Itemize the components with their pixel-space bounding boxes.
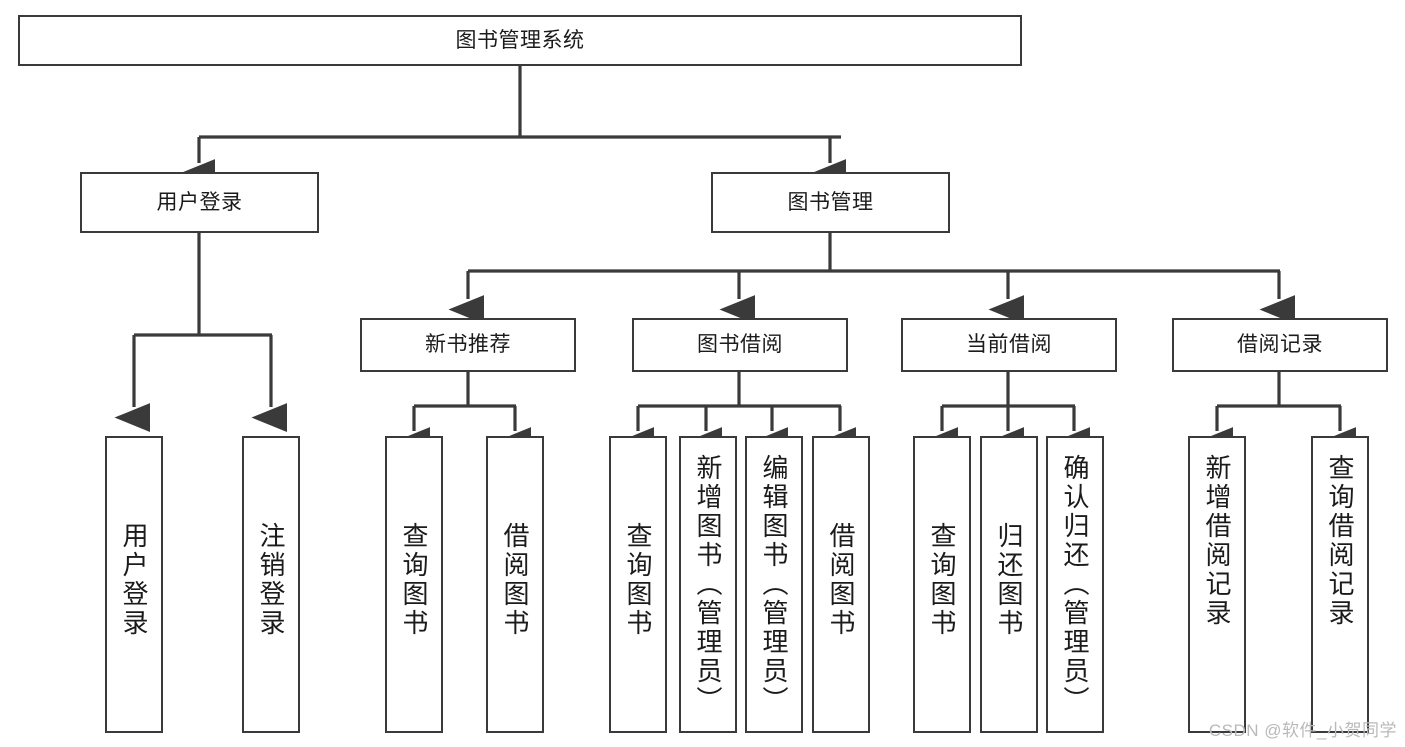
node-leaf-add-record[interactable]: 新增借阅记录: [1188, 436, 1246, 733]
node-user-login[interactable]: 用户登录: [80, 172, 319, 233]
node-leaf-query-record[interactable]: 查询借阅记录: [1311, 436, 1369, 733]
node-leaf-edit-book[interactable]: 编辑图书（管理员）: [745, 436, 803, 733]
node-leaf-query-book-2-label: 查询图书: [623, 522, 653, 638]
node-leaf-confirm-return[interactable]: 确认归还（管理员）: [1046, 436, 1104, 733]
node-leaf-add-record-label: 新增借阅记录: [1202, 454, 1232, 628]
node-leaf-edit-book-label: 编辑图书（管理员）: [759, 454, 789, 715]
node-leaf-borrow-book-1-label: 借阅图书: [500, 522, 530, 638]
node-book-management-label: 图书管理: [787, 190, 874, 214]
node-leaf-confirm-return-label: 确认归还（管理员）: [1060, 454, 1090, 715]
node-borrow-record-label: 借阅记录: [1237, 333, 1323, 357]
node-current-borrow[interactable]: 当前借阅: [901, 318, 1117, 372]
node-book-borrow[interactable]: 图书借阅: [632, 318, 848, 372]
node-leaf-user-logout[interactable]: 注销登录: [242, 436, 300, 733]
node-leaf-user-login-label: 用户登录: [119, 522, 149, 638]
node-user-login-label: 用户登录: [156, 190, 243, 214]
node-book-borrow-label: 图书借阅: [697, 333, 783, 357]
node-borrow-record[interactable]: 借阅记录: [1172, 318, 1388, 372]
node-leaf-query-record-label: 查询借阅记录: [1325, 454, 1355, 628]
node-leaf-user-login[interactable]: 用户登录: [105, 436, 163, 733]
watermark: CSDN @软件_小贺同学: [1208, 721, 1397, 740]
node-leaf-add-book[interactable]: 新增图书（管理员）: [679, 436, 737, 733]
node-root[interactable]: 图书管理系统: [18, 15, 1022, 66]
node-leaf-return-book[interactable]: 归还图书: [980, 436, 1038, 733]
node-leaf-query-book-1-label: 查询图书: [399, 522, 429, 638]
node-leaf-query-book-2[interactable]: 查询图书: [609, 436, 667, 733]
node-book-management[interactable]: 图书管理: [711, 172, 950, 233]
node-leaf-user-logout-label: 注销登录: [256, 522, 286, 638]
node-new-book-recommend[interactable]: 新书推荐: [360, 318, 576, 372]
node-leaf-borrow-book-2-label: 借阅图书: [826, 522, 856, 638]
node-leaf-query-book-3-label: 查询图书: [927, 522, 957, 638]
node-leaf-borrow-book-2[interactable]: 借阅图书: [812, 436, 870, 733]
node-root-label: 图书管理系统: [455, 28, 585, 52]
node-leaf-return-book-label: 归还图书: [994, 522, 1024, 638]
node-current-borrow-label: 当前借阅: [966, 333, 1052, 357]
node-leaf-borrow-book-1[interactable]: 借阅图书: [486, 436, 544, 733]
node-new-book-recommend-label: 新书推荐: [425, 333, 511, 357]
node-leaf-query-book-1[interactable]: 查询图书: [385, 436, 443, 733]
node-leaf-query-book-3[interactable]: 查询图书: [913, 436, 971, 733]
node-leaf-add-book-label: 新增图书（管理员）: [693, 454, 723, 715]
